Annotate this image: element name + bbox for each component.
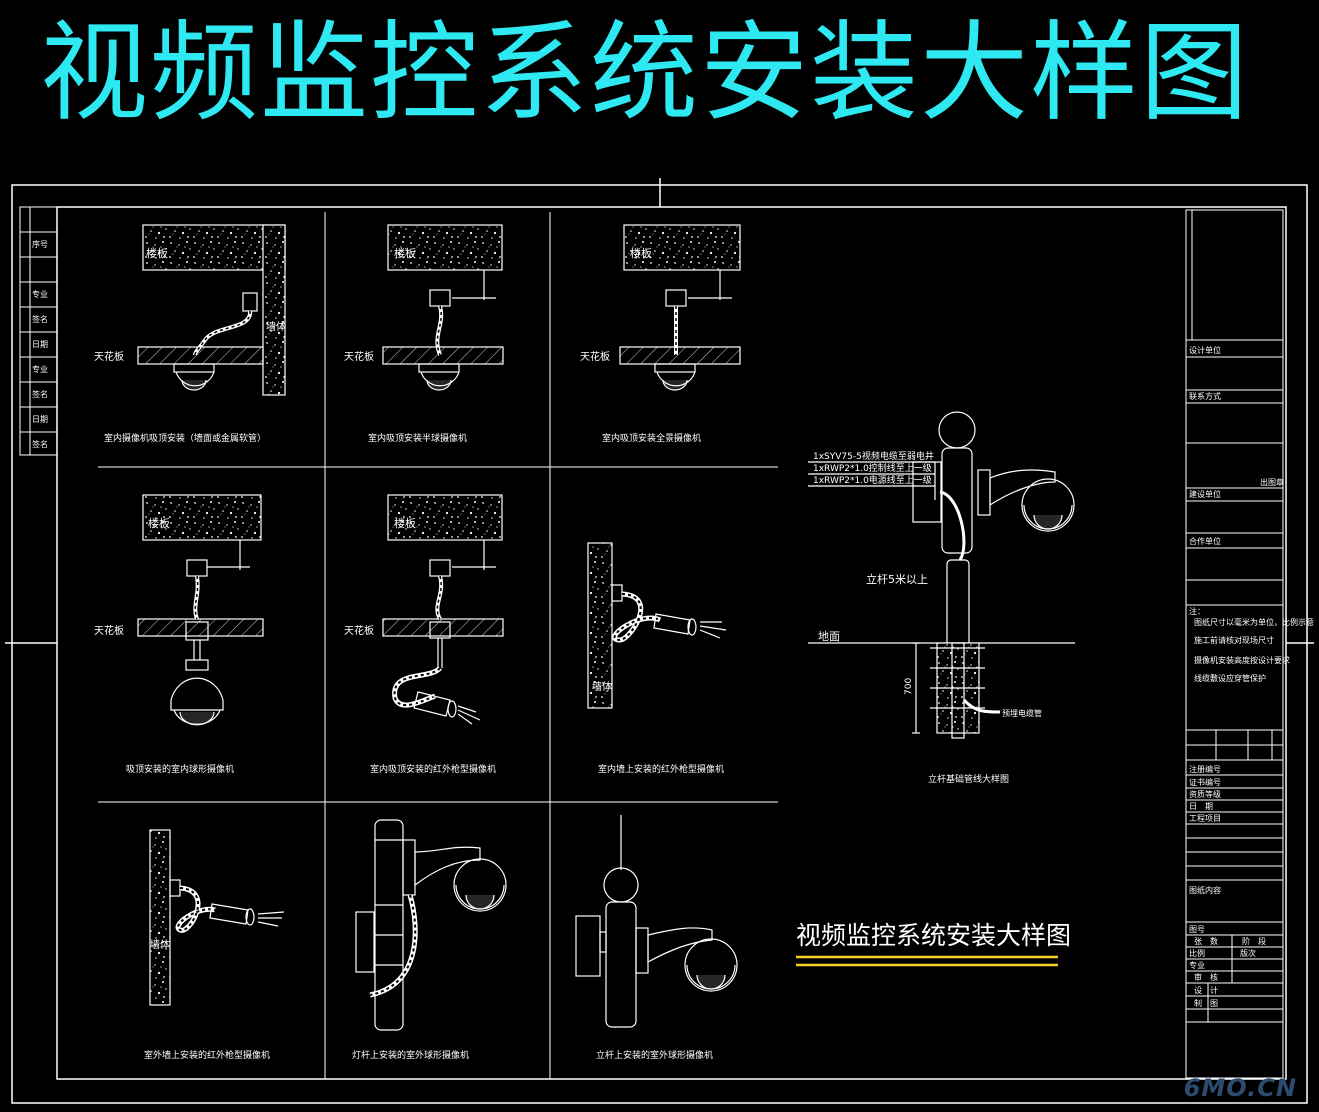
ground-label: 地面: [818, 630, 840, 643]
left-strip-labels: 序号 专业 签名 日期 专业 签名 日期 签名: [32, 239, 48, 449]
strip-label: 签名: [32, 314, 48, 324]
tb-design: 设 计: [1194, 985, 1218, 995]
ceiling-label: 天花板: [94, 624, 124, 637]
slab-label: 楼板: [148, 516, 170, 530]
tb-check: 审 核: [1194, 972, 1218, 982]
caption-7: 室外墙上安装的红外枪型摄像机: [144, 1049, 270, 1061]
sheet-frame: [5, 178, 1314, 1104]
cable-label-2: 1xRWP2*1.0控制线至上一级: [813, 462, 932, 474]
wall-label: 墙体: [150, 938, 170, 951]
watermark: 6MO.CN: [1183, 1074, 1297, 1102]
strip-label: 日期: [32, 415, 48, 424]
caption-1: 室内摄像机吸顶安装（墙面或金属软管）: [104, 432, 266, 444]
tb-row: 资质等级: [1189, 789, 1221, 799]
tb-notes-title: 注：: [1189, 606, 1205, 616]
tb-project: 工程项目: [1189, 814, 1221, 823]
strip-label: 专业: [32, 289, 48, 299]
tb-note: 摄像机安装高度按设计要求: [1194, 655, 1290, 665]
wall-label: 墙体: [592, 680, 612, 693]
title-block-text: 设计单位 联系方式 出图章 建设单位 合作单位 注： 图纸尺寸以毫米为单位，比例…: [1189, 345, 1314, 1008]
tb-version: 版次: [1240, 948, 1256, 958]
sheet-subtitle: 视频监控系统安装大样图: [796, 921, 1071, 950]
slab-label: 楼板: [394, 516, 416, 530]
tb-draw: 制 图: [1194, 998, 1218, 1008]
tb-note: 施工前请核对现场尺寸: [1194, 635, 1274, 645]
tb-design-unit: 设计单位: [1189, 345, 1221, 355]
left-strip: [19, 206, 58, 456]
depth-label: 700: [904, 678, 914, 695]
caption-3: 室内吸顶安装全景摄像机: [602, 432, 701, 444]
ceiling-label: 天花板: [580, 350, 610, 363]
tb-row: 注册编号: [1189, 764, 1221, 774]
caption-6: 室内墙上安装的红外枪型摄像机: [598, 763, 724, 775]
pole-height-label: 立杆5米以上: [866, 572, 928, 586]
tb-drawing-no: 图号: [1189, 925, 1205, 934]
detail-3: [619, 224, 741, 391]
slab-label: 楼板: [146, 246, 168, 260]
strip-label: 专业: [32, 364, 48, 374]
cable-label-1: 1xSYV75-5视频电缆至弱电井: [813, 450, 934, 462]
tb-note: 图纸尺寸以毫米为单位，比例示意: [1194, 617, 1314, 627]
detail-4: [137, 494, 264, 726]
slab-label: 楼板: [394, 246, 416, 260]
detail-5: [382, 494, 504, 725]
ceiling-label: 天花板: [94, 350, 124, 363]
pole-caption: 立杆基础管线大样图: [928, 773, 1009, 785]
tb-scale: 专业: [1189, 960, 1205, 970]
pole-foundation-detail: [808, 411, 1075, 739]
tb-row: 证书编号: [1189, 777, 1221, 787]
detail-2: [382, 224, 504, 391]
ceiling-label: 天花板: [344, 624, 374, 637]
detail-8: [355, 819, 507, 1031]
caption-9: 立杆上安装的室外球形摄像机: [596, 1049, 713, 1061]
tb-row: 日 期: [1189, 802, 1213, 811]
title-block: [1185, 209, 1284, 1079]
tb-drawing-content: 图纸内容: [1189, 885, 1221, 895]
caption-2: 室内吸顶安装半球摄像机: [368, 432, 467, 444]
panel-grid: [98, 212, 778, 1079]
caption-4: 吸顶安装的室内球形摄像机: [126, 763, 234, 775]
detail-7: [149, 829, 285, 1006]
wall-label: 墙体: [266, 320, 286, 333]
embed-pipe-label: 预埋电缆管: [1002, 708, 1042, 718]
ceiling-label: 天花板: [344, 350, 374, 363]
tb-ratio: 比例: [1189, 948, 1205, 958]
caption-5: 室内吸顶安装的红外枪型摄像机: [370, 763, 496, 775]
strip-label: 签名: [32, 439, 48, 449]
strip-label: 日期: [32, 340, 48, 349]
detail-6: [587, 542, 727, 709]
tb-contact: 联系方式: [1189, 391, 1221, 401]
strip-label: 序号: [32, 239, 48, 249]
tb-build-unit: 建设单位: [1189, 489, 1221, 499]
strip-label: 签名: [32, 389, 48, 399]
page-title: 视频监控系统安装大样图: [39, 11, 1250, 136]
cable-label-3: 1xRWP2*1.0电源线至上一级: [813, 474, 932, 486]
tb-sheet: 张 数: [1194, 936, 1218, 946]
detail-9: [575, 815, 738, 1028]
detail-1: [137, 224, 286, 396]
tb-partner-unit: 合作单位: [1189, 536, 1221, 546]
tb-seal: 出图章: [1260, 477, 1284, 487]
caption-8: 灯杆上安装的室外球形摄像机: [352, 1049, 469, 1061]
tb-note: 线缆敷设应穿管保护: [1194, 673, 1266, 683]
tb-stage: 阶 段: [1242, 936, 1266, 946]
slab-label: 楼板: [630, 246, 652, 260]
